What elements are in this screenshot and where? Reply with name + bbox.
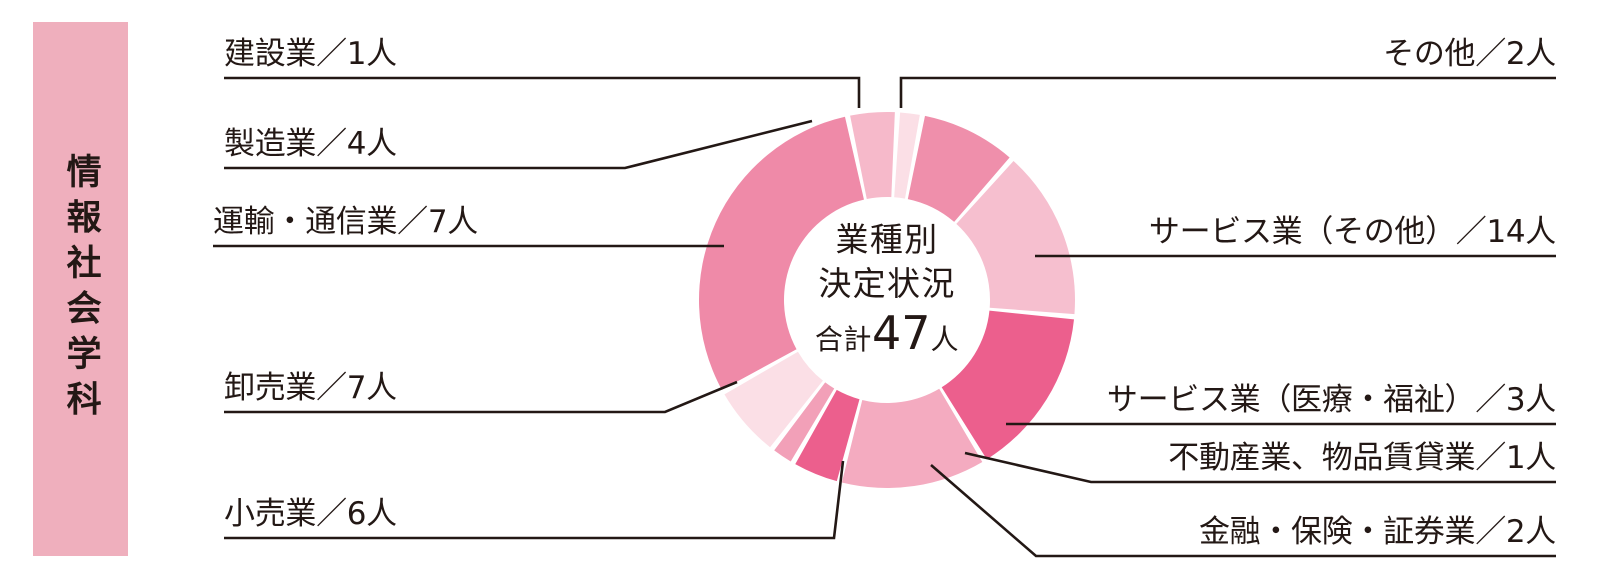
callout-retail: 小売業／6人 bbox=[224, 496, 397, 532]
leader-line-realestate bbox=[964, 451, 1556, 484]
donut-center-label: 業種別 決定状況 合計47人 bbox=[787, 218, 987, 363]
donut-slice bbox=[894, 112, 920, 199]
callout-service-medical: サービス業（医療・福祉）／3人 bbox=[1106, 382, 1556, 418]
department-tab: 情報社会学科 bbox=[33, 22, 128, 556]
donut-slice bbox=[841, 388, 983, 488]
callout-construction: 建設業／1人 bbox=[224, 36, 397, 72]
donut-slice bbox=[795, 389, 860, 482]
donut-slice bbox=[941, 310, 1074, 460]
donut-slice bbox=[850, 112, 895, 200]
donut-slices bbox=[699, 112, 1075, 488]
center-title-line1: 業種別 bbox=[835, 220, 939, 259]
department-tab-label: 情報社会学科 bbox=[60, 152, 101, 426]
leader-line-wholesale bbox=[224, 380, 738, 414]
donut-slice bbox=[956, 160, 1075, 315]
center-title-line2: 決定状況 bbox=[818, 263, 956, 303]
leader-line-other bbox=[899, 76, 1556, 108]
callout-wholesale: 卸売業／7人 bbox=[224, 370, 397, 406]
leader-line-retail bbox=[224, 460, 845, 540]
center-total-prefix: 合計 bbox=[814, 323, 872, 357]
leader-line-finance bbox=[930, 464, 1556, 558]
callout-other: その他／2人 bbox=[1383, 36, 1556, 72]
donut-slice bbox=[699, 116, 864, 390]
donut-slice bbox=[724, 351, 823, 448]
center-total-suffix: 人 bbox=[930, 323, 960, 357]
center-total: 合計47人 bbox=[787, 305, 987, 363]
callout-realestate: 不動産業、物品賃貸業／1人 bbox=[1168, 440, 1556, 476]
leader-lines bbox=[213, 76, 1556, 558]
leader-line-manufacturing bbox=[224, 119, 813, 170]
donut-slice bbox=[907, 115, 1010, 222]
callout-service-other: サービス業（その他）／14人 bbox=[1148, 214, 1556, 250]
callout-manufacturing: 製造業／4人 bbox=[224, 126, 397, 162]
callout-finance: 金融・保険・証券業／2人 bbox=[1198, 514, 1556, 550]
leader-line-construction bbox=[224, 76, 861, 108]
center-total-number: 47 bbox=[872, 306, 931, 361]
callout-transport-comm: 運輸・通信業／7人 bbox=[213, 204, 478, 240]
donut-slice bbox=[774, 382, 835, 462]
